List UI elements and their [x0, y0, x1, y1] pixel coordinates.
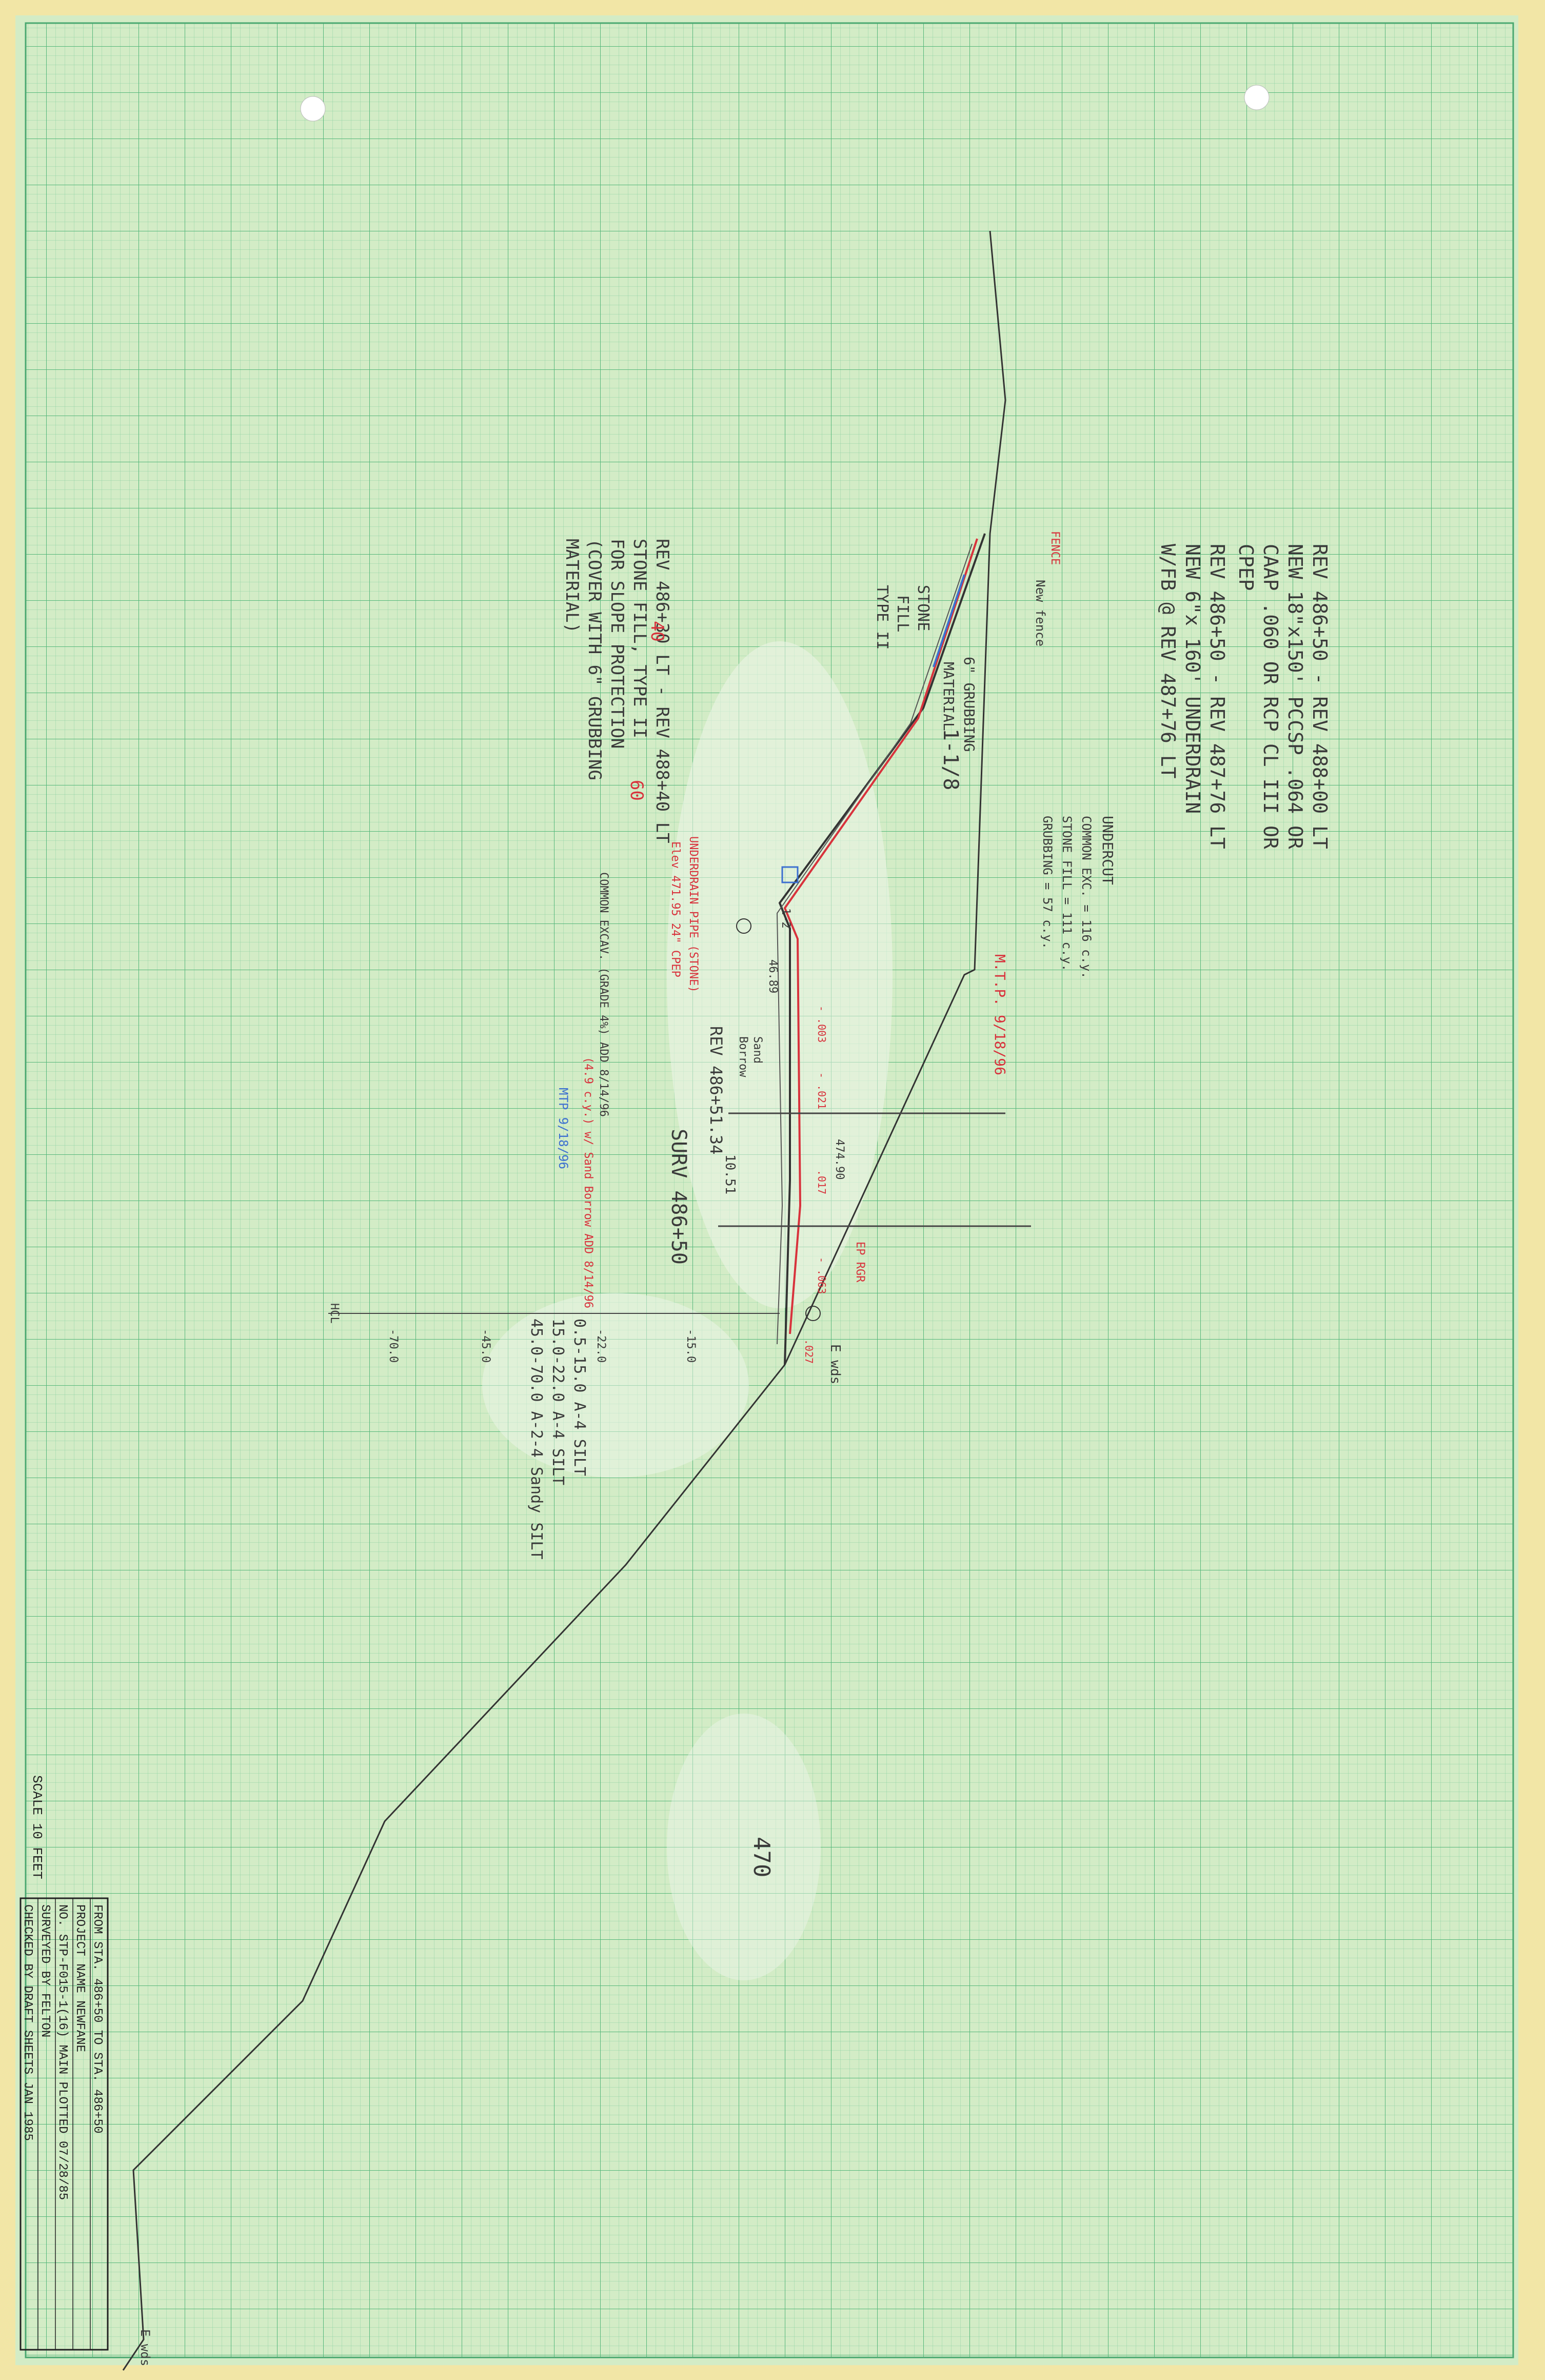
existing-ground-profile: [122, 230, 1006, 2371]
svg-text:FILL: FILL: [894, 595, 912, 632]
title-row: CHECKED BY DRAFT SHEETS JAN 1985: [21, 1904, 34, 2141]
punch-hole: [300, 96, 326, 122]
elev-label: 46.89: [766, 959, 779, 993]
svg-text:REV 486+50 - REV 487+76 LT: REV 486+50 - REV 487+76 LT: [1206, 544, 1229, 849]
mtp-red: M.T.P. 9/18/96: [992, 954, 1008, 1075]
mtp-blue: MTP 9/18/96: [556, 1088, 570, 1169]
svg-text:Sand: Sand: [751, 1036, 764, 1064]
fence-label: FENCE: [1048, 531, 1061, 565]
station-label: SURV 486+50: [667, 1129, 690, 1265]
pipe-circle: [736, 918, 751, 934]
pipe-box: [781, 866, 799, 883]
tick-label: -15.0: [684, 1329, 697, 1363]
svg-text:REV 486+50 - REV 488+00 LT: REV 486+50 - REV 488+00 LT: [1309, 544, 1331, 849]
pipe-line-blue: [933, 574, 965, 667]
svg-text:GRUBBING = 57 c.y.: GRUBBING = 57 c.y.: [1040, 816, 1055, 949]
svg-text:45.0-70.0 A-2-4 Sandy SILT: 45.0-70.0 A-2-4 Sandy SILT: [527, 1319, 545, 1560]
svg-text:CAAP .060 OR RCP CL III OR: CAAP .060 OR RCP CL III OR: [1259, 544, 1282, 849]
red-extra-note: (4.9 c.y.) w/ Sand Borrow ADD 8/14/96: [582, 1057, 595, 1308]
red-value: .027: [803, 1339, 815, 1364]
soils-note: 0.5-15.0 A-4 SILT 15.0-22.0 A-4 SILT 45.…: [527, 1319, 588, 1560]
common-exc-note: COMMON EXCAV. (GRADE 4%) ADD 8/14/96: [597, 872, 610, 1117]
red-value: .017: [816, 1170, 828, 1194]
elev-red-note: Elev 471.95 24" CPEP: [669, 841, 682, 977]
svg-text:Borrow: Borrow: [737, 1036, 749, 1077]
tick-label: -70.0: [387, 1329, 400, 1363]
underdrain-note: REV 486+50 - REV 487+76 LT NEW 6"x 160' …: [1157, 544, 1229, 849]
svg-text:0.5-15.0 A-4 SILT: 0.5-15.0 A-4 SILT: [570, 1319, 588, 1476]
slope-protection-line: [778, 533, 986, 1365]
elev-label: 474.90: [833, 1139, 846, 1179]
slope-label: 1-1/8: [939, 729, 962, 790]
title-row: PROJECT NAME NEWFANE: [73, 1904, 87, 2052]
stone-fill-note: REV 486+30 LT - REV 488+40 LT STONE FILL…: [562, 539, 672, 843]
slope-label-2: 1-2: [779, 908, 792, 929]
title-row: FROM STA. 486+50 TO STA. 486+50: [90, 1904, 104, 2133]
svg-text:15.0-22.0 A-4 SILT: 15.0-22.0 A-4 SILT: [549, 1319, 567, 1485]
tick-label: -22.0: [595, 1329, 607, 1363]
svg-text:STONE FILL, TYPE II: STONE FILL, TYPE II: [629, 539, 650, 738]
scale-label: SCALE 10 FEET: [29, 1775, 45, 1879]
svg-text:STONE FILL = 111 c.y.: STONE FILL = 111 c.y.: [1060, 816, 1074, 971]
svg-text:W/FB @ REV 487+76 LT: W/FB @ REV 487+76 LT: [1157, 544, 1179, 779]
svg-text:TYPE II: TYPE II: [873, 585, 891, 650]
svg-text:FOR SLOPE PROTECTION: FOR SLOPE PROTECTION: [607, 539, 627, 749]
svg-text:NEW 18"x150' PCCSP .064 OR: NEW 18"x150' PCCSP .064 OR: [1284, 544, 1306, 849]
svg-text:REV 486+30 LT - REV 488+40 LT: REV 486+30 LT - REV 488+40 LT: [652, 539, 672, 843]
rev-red-a: 40: [647, 621, 667, 642]
red-value: - .021: [816, 1072, 828, 1109]
svg-text:6" GRUBBING: 6" GRUBBING: [961, 657, 978, 752]
tick-label: -45.0: [479, 1329, 492, 1363]
pipe-circle: [805, 1306, 821, 1321]
pipe-line-inner: [776, 543, 973, 1345]
sand-borrow-label: Sand Borrow: [737, 1036, 764, 1077]
svg-text:MATERIAL: MATERIAL: [940, 662, 957, 731]
pipe-line-red: [783, 538, 978, 1334]
ewds-bottom-label: E wds: [138, 2329, 152, 2366]
svg-text:COMMON EXC. = 116 c.y.: COMMON EXC. = 116 c.y.: [1079, 816, 1094, 979]
underdrain-red-note: UNDERDRAIN PIPE (STONE): [687, 836, 700, 993]
title-row: NO. STP-F015-1(16) MAIN PLOTTED 07/28/85: [55, 1904, 69, 2200]
title-block: FROM STA. 486+50 TO STA. 486+50 PROJECT …: [19, 1897, 109, 2351]
svg-text:(COVER WITH 6" GRUBBING: (COVER WITH 6" GRUBBING: [584, 539, 605, 780]
red-value: - .063: [816, 1257, 828, 1294]
rev-station-label: REV 486+51.34: [706, 1026, 726, 1154]
rev-red-b: 60: [626, 780, 647, 801]
punch-hole: [1244, 85, 1270, 110]
pipe-note: REV 486+50 - REV 488+00 LT NEW 18"x150' …: [1235, 544, 1331, 849]
page-number: 470: [748, 1837, 775, 1877]
red-value: - .003: [816, 1006, 828, 1043]
hcl-label: HCL: [328, 1303, 341, 1324]
offset-label: 10.51: [722, 1154, 738, 1194]
new-fence-label: New fence: [1033, 580, 1047, 646]
quantities-note: UNDERCUT COMMON EXC. = 116 c.y. STONE FI…: [1040, 816, 1116, 979]
ep-rgr-label: EP RGR: [854, 1242, 866, 1283]
svg-text:STONE: STONE: [914, 585, 932, 631]
svg-text:UNDERCUT: UNDERCUT: [1099, 816, 1116, 885]
svg-text:MATERIAL): MATERIAL): [562, 539, 582, 633]
stone-fill-label: STONE FILL TYPE II: [873, 585, 932, 650]
svg-text:NEW 6"x 160' UNDERDRAIN: NEW 6"x 160' UNDERDRAIN: [1181, 544, 1204, 814]
ewds-label: E wds: [827, 1344, 843, 1384]
svg-text:CPEP: CPEP: [1235, 544, 1257, 591]
grubbing-label: 6" GRUBBING MATERIAL: [940, 657, 978, 752]
title-row: SURVEYED BY FELTON: [38, 1904, 52, 2037]
